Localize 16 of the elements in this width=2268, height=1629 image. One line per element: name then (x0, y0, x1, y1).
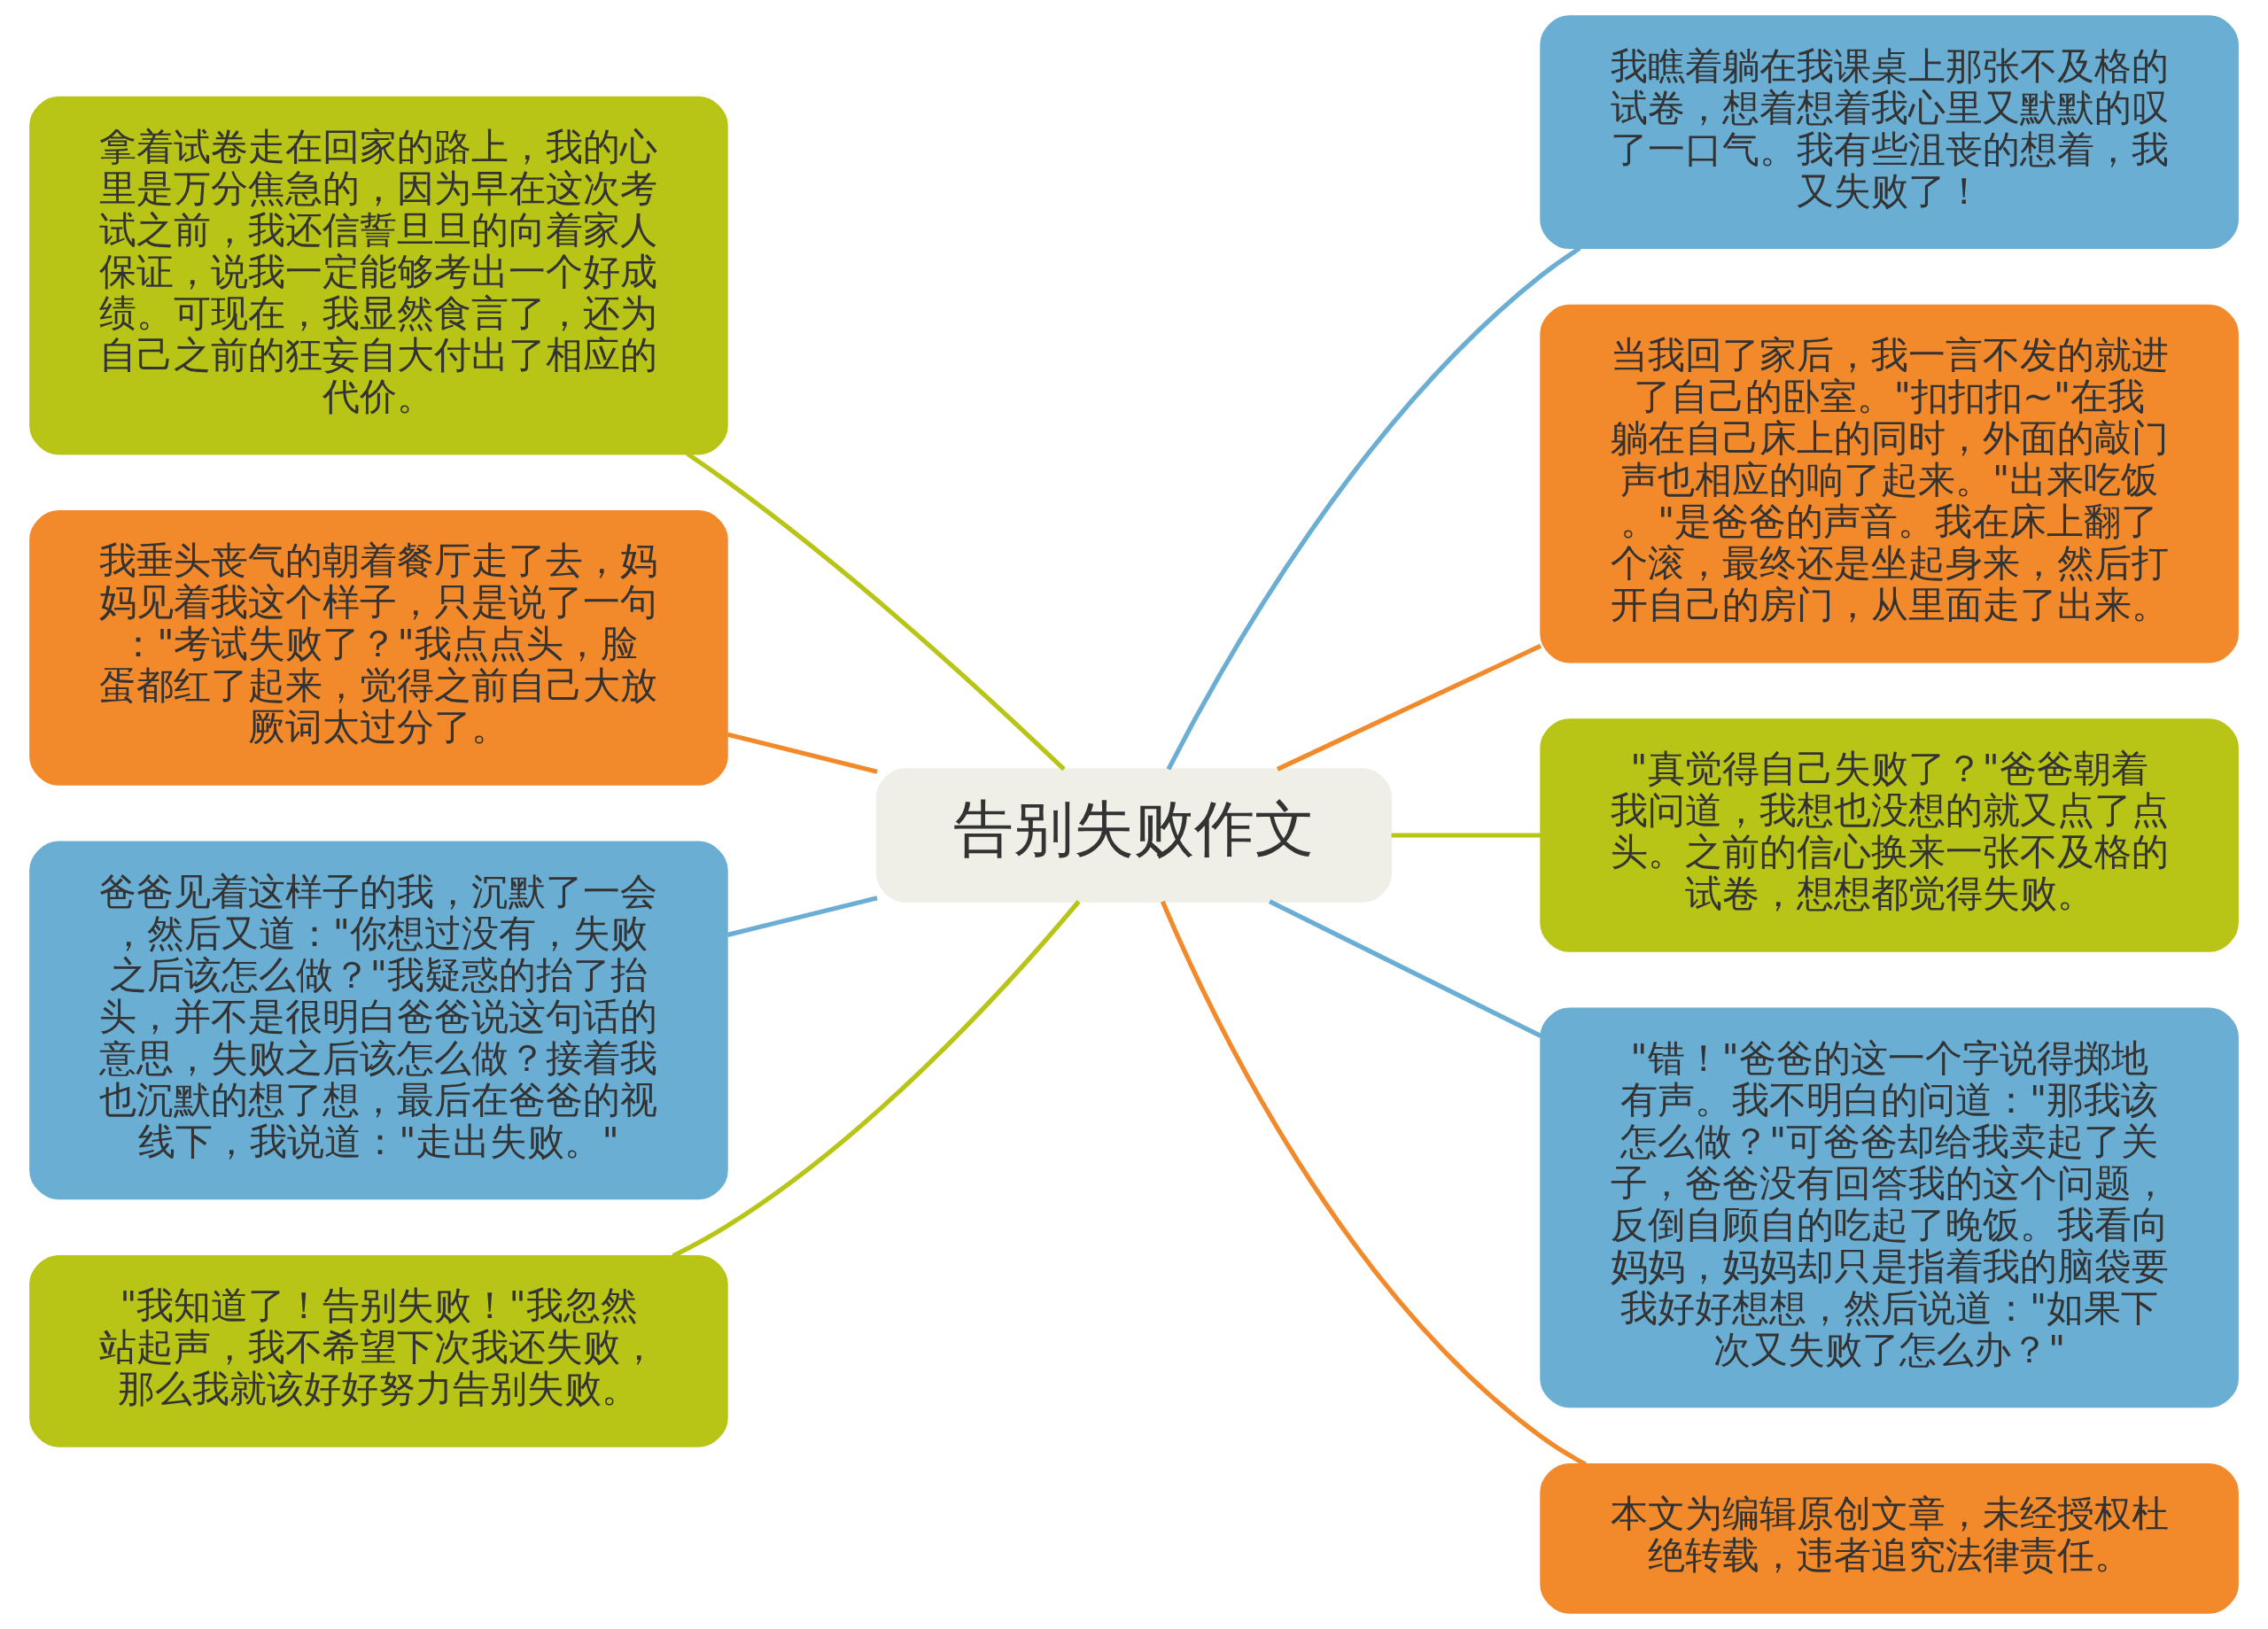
node-box: "错！"爸爸的这一个字说得掷地有声。我不明白的问道："那我该怎么做？"可爸爸却给我卖起了关子，爸爸没有回答我的这个问题，反倒自顾自的吃起了晚饭。我看向妈妈，妈妈却只是指着我的脑袋要我好好想想，然后说道："如果下次又失败了怎么办？" (1540, 1007, 2239, 1408)
connector (686, 452, 1066, 772)
connector (1276, 643, 1542, 772)
connector (726, 732, 878, 774)
connector (1391, 833, 1542, 838)
node-box: 拿着试卷走在回家的路上，我的心里是万分焦急的，因为早在这次考试之前，我还信誓旦旦的向着家人保证，说我一定能够考出一个好成绩。可现在，我显然食言了，还为自己之前的狂妄自大付出了相应的代价。 (29, 96, 728, 455)
node-box: 当我回了家后，我一言不发的就进了自己的卧室。"扣扣扣~"在我躺在自己床上的同时，外面的敲门声也相应的响了起来。"出来吃饭。"是爸爸的声音。我在床上翻了个滚，最终还是坐起身来，然后打开自己的房门，从里面走了出来。 (1540, 304, 2239, 663)
node-box: 本文为编辑原创文章，未经授权杜绝转载，违者追究法律责任。 (1540, 1462, 2239, 1614)
node-box: 我垂头丧气的朝着餐厅走了去，妈妈见着我这个样子，只是说了一句："考试失败了？"我点点头，脸蛋都红了起来，觉得之前自己大放厥词太过分了。 (29, 510, 728, 786)
node-box: 告别失败作文 (875, 768, 1393, 903)
connector (726, 896, 878, 937)
node-box: "真觉得自己失败了？"爸爸朝着我问道，我想也没想的就又点了点头。之前的信心换来一张不及格的试卷，想想都觉得失败。 (1540, 718, 2239, 952)
node-box: 爸爸见着这样子的我，沉默了一会，然后又道："你想过没有，失败之后该怎么做？"我疑惑的抬了抬头，并不是很明白爸爸说这句话的意思，失败之后该怎么做？接着我也沉默的想了想，最后在爸爸的视线下，我说道："走出失败。" (29, 841, 728, 1200)
connector (1268, 899, 1542, 1038)
node-box: 我瞧着躺在我课桌上那张不及格的试卷，想着想着我心里又默默的叹了一口气。我有些沮丧的想着，我又失败了！ (1540, 15, 2239, 250)
node-box: "我知道了！告别失败！"我忽然站起声，我不希望下次我还失败，那么我就该好好努力告别失败。 (29, 1254, 728, 1447)
